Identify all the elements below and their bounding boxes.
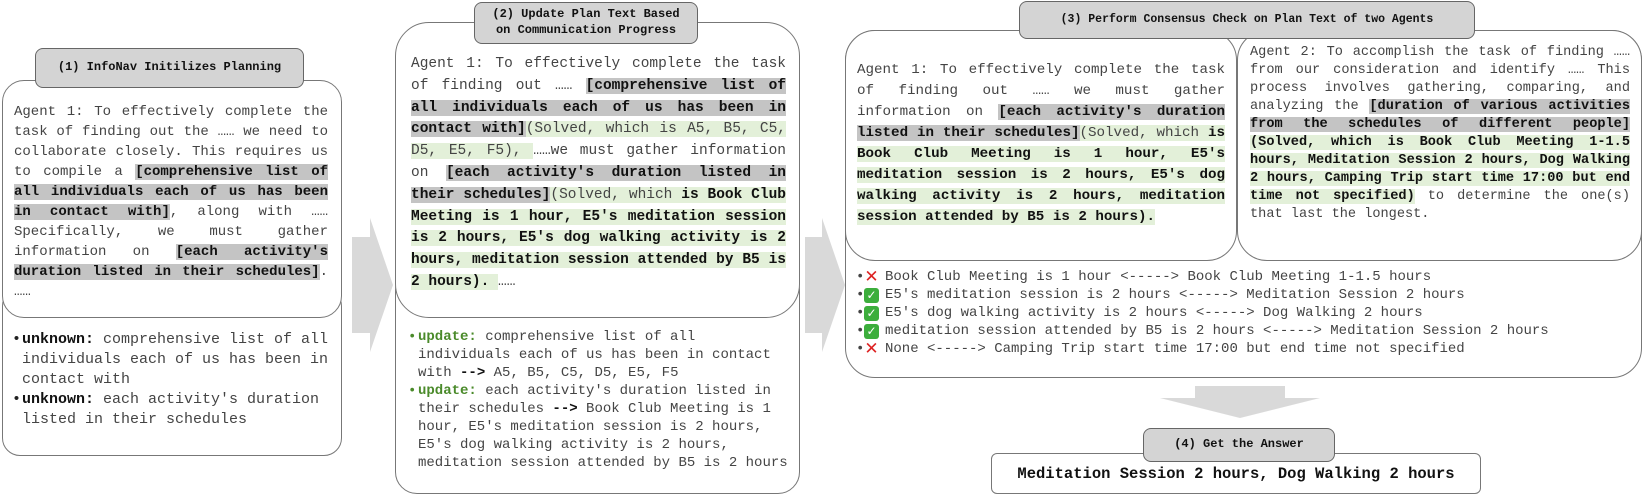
unknown-keyword: unknown: <box>22 391 95 408</box>
list-item: • update: comprehensive list of all indi… <box>408 329 771 381</box>
unknown-keyword: unknown: <box>22 331 95 348</box>
step3-title: (3) Perform Consensus Check on Plan Text… <box>1019 1 1475 39</box>
cross-icon: ✕ <box>864 267 879 287</box>
arrow-step2-to-step3 <box>805 218 845 352</box>
update-arrow: --> <box>552 401 578 417</box>
consensus-item: •✕Book Club Meeting is 1 hour <-----> Bo… <box>856 267 1432 287</box>
step3-agent1-text: Agent 1: To effectively complete the tas… <box>857 60 1225 228</box>
consensus-item: •✕None <-----> Camping Trip start time 1… <box>856 339 1465 359</box>
step3-agent2-text: Agent 2: To accomplish the task of findi… <box>1250 44 1630 224</box>
arrow-step1-to-step2 <box>352 218 393 352</box>
step3-consensus-list: •✕Book Club Meeting is 1 hour <-----> Bo… <box>856 268 1636 358</box>
step2-text-1: Agent 1: To effectively complete the tas… <box>411 56 786 94</box>
unknown-text: each activity's duration listed in their… <box>22 391 320 428</box>
step3-a1-solved-1: (Solved, which <box>1079 125 1208 141</box>
update-arrow: --> <box>460 365 486 381</box>
step1-text-3: . …… <box>14 264 328 300</box>
consensus-item: •✓E5's dog walking activity is 2 hours <… <box>856 305 1423 321</box>
check-icon: ✓ <box>864 287 879 303</box>
step2-solved-2a: (Solved, which <box>550 186 682 203</box>
list-item: • unknown: each activity's duration list… <box>12 391 320 428</box>
check-icon: ✓ <box>864 305 879 321</box>
step4-title: (4) Get the Answer <box>1143 428 1335 462</box>
consensus-item: •✓meditation session attended by B5 is 2… <box>856 323 1549 339</box>
final-answer: Meditation Session 2 hours, Dog Walking … <box>1017 464 1455 483</box>
consensus-item: •✓E5's meditation session is 2 hours <--… <box>856 287 1465 303</box>
arrow-step3-to-step4 <box>1160 386 1320 418</box>
update-text: comprehensive list of all individuals ea… <box>418 329 771 381</box>
check-icon: ✓ <box>864 323 879 339</box>
step2-update-list: • update: comprehensive list of all indi… <box>408 328 790 472</box>
consensus-text: E5's meditation session is 2 hours <----… <box>885 287 1465 303</box>
step1-unknown-list: • unknown: comprehensive list of all ind… <box>12 330 330 430</box>
consensus-text: meditation session attended by B5 is 2 h… <box>885 323 1549 339</box>
step2-text-2: ……we must gather information on <box>411 143 787 181</box>
update-result: Book Club Meeting is 1 hour, E5's medita… <box>418 401 788 471</box>
unknown-text: comprehensive list of all individuals ea… <box>22 331 329 388</box>
step1-title: (1) InfoNav Initilizes Planning <box>35 48 304 88</box>
step2-text-3: …… <box>498 273 516 290</box>
step3-a2-text-1: Agent 2: To accomplish the task of findi… <box>1250 45 1630 114</box>
step2-title: (2) Update Plan Text Based on Communicat… <box>474 2 698 44</box>
step2-plan-text: Agent 1: To effectively complete the tas… <box>411 54 787 294</box>
step3-a1-text-1: Agent 1: To effectively complete the tas… <box>857 62 1225 120</box>
update-result: A5, B5, C5, D5, E5, F5 <box>485 365 679 381</box>
consensus-text: Book Club Meeting is 1 hour <-----> Book… <box>885 269 1432 285</box>
consensus-text: E5's dog walking activity is 2 hours <--… <box>885 305 1423 321</box>
consensus-text: None <-----> Camping Trip start time 17:… <box>885 341 1465 357</box>
list-item: • unknown: comprehensive list of all ind… <box>12 331 329 388</box>
update-keyword: update: <box>418 329 477 345</box>
update-keyword: update: <box>418 383 477 399</box>
step3-a2-text-2: to determine the one(s) that last the lo… <box>1250 189 1630 222</box>
update-text: each activity's duration listed in their… <box>418 383 771 417</box>
step1-plan-text: Agent 1: To effectively complete the tas… <box>14 102 328 302</box>
list-item: • update: each activity's duration liste… <box>408 383 788 471</box>
step1-text-2: , along with …… Specifically, we must ga… <box>14 204 328 260</box>
cross-icon: ✕ <box>864 339 879 359</box>
step1-text-1: Agent 1: To effectively complete the tas… <box>14 104 328 180</box>
